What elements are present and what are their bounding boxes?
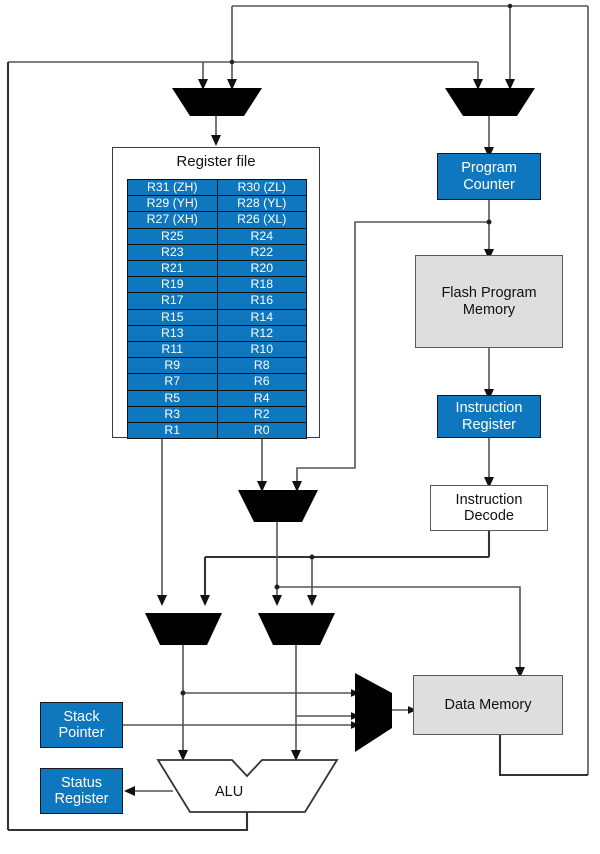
mux-top-right [445, 88, 535, 116]
register-file-table: R31 (ZH)R30 (ZL)R29 (YH)R28 (YL)R27 (XH)… [127, 178, 307, 440]
register-cell[interactable]: R14 [216, 308, 307, 326]
instruction-decode-line1: Instruction [455, 491, 523, 508]
register-cell[interactable]: R30 (ZL) [216, 178, 307, 197]
register-cell[interactable]: R4 [216, 389, 307, 407]
mux-lower-right [258, 613, 335, 645]
register-cell[interactable]: R26 (XL) [216, 211, 307, 229]
program-counter-line1: Program [461, 160, 517, 177]
register-cell[interactable]: R24 [216, 227, 307, 245]
register-cell[interactable]: R8 [216, 357, 307, 375]
register-cell[interactable]: R12 [216, 324, 307, 343]
register-cell[interactable]: R1 [127, 422, 218, 440]
status-register-line1: Status [60, 774, 103, 791]
register-row: R31 (ZH)R30 (ZL) [127, 178, 307, 197]
register-file: Register file R31 (ZH)R30 (ZL)R29 (YH)R2… [112, 147, 320, 440]
register-cell[interactable]: R23 [127, 243, 218, 262]
register-cell[interactable]: R27 (XH) [127, 211, 218, 229]
register-cell[interactable]: R5 [127, 389, 218, 407]
register-cell[interactable]: R16 [216, 292, 307, 310]
register-cell[interactable]: R3 [127, 405, 218, 424]
register-cell[interactable]: R6 [216, 373, 307, 391]
flash-memory-line1: Flash Program [441, 285, 537, 302]
mux-data-memory [355, 673, 392, 752]
register-cell[interactable]: R21 [127, 260, 218, 278]
stack-pointer-block[interactable]: Stack Pointer [40, 702, 123, 748]
instruction-register-block[interactable]: Instruction Register [437, 395, 541, 438]
program-counter-block[interactable]: Program Counter [437, 153, 541, 200]
register-cell[interactable]: R2 [216, 405, 307, 424]
flash-memory-line2: Memory [462, 301, 516, 318]
data-memory-label: Data Memory [444, 696, 532, 713]
instruction-register-line1: Instruction [455, 400, 523, 417]
register-cell[interactable]: R20 [216, 260, 307, 278]
stack-pointer-line2: Pointer [58, 725, 105, 741]
status-register-line2: Register [54, 791, 109, 807]
register-cell[interactable]: R17 [127, 292, 218, 310]
register-cell[interactable]: R10 [216, 341, 307, 359]
register-cell[interactable]: R11 [127, 341, 218, 359]
flash-program-memory-block[interactable]: Flash Program Memory [415, 255, 563, 348]
alu-shape [156, 759, 339, 813]
alu-label: ALU [215, 784, 244, 800]
register-cell[interactable]: R7 [127, 373, 218, 391]
register-cell[interactable]: R9 [127, 357, 218, 375]
register-cell[interactable]: R19 [127, 276, 218, 294]
register-cell[interactable]: R25 [127, 227, 218, 245]
instruction-register-line2: Register [462, 416, 516, 433]
stack-pointer-line1: Stack [63, 708, 100, 725]
instruction-decode-line2: Decode [464, 508, 514, 524]
register-cell[interactable]: R29 (YH) [127, 195, 218, 213]
register-row: R29 (YH)R28 (YL) [127, 195, 307, 213]
mux-middle [238, 490, 318, 522]
instruction-decode-block[interactable]: Instruction Decode [430, 485, 548, 531]
register-cell[interactable]: R13 [127, 324, 218, 343]
register-row: R27 (XH)R26 (XL) [127, 211, 307, 229]
register-cell[interactable]: R31 (ZH) [127, 178, 218, 197]
register-cell[interactable]: R28 (YL) [216, 195, 307, 213]
register-file-title: Register file [176, 153, 256, 170]
program-counter-line2: Counter [463, 176, 515, 193]
register-cell[interactable]: R22 [216, 243, 307, 262]
data-memory-block[interactable]: Data Memory [413, 675, 563, 735]
mux-lower-left [145, 613, 222, 645]
status-register-block[interactable]: Status Register [40, 768, 123, 814]
register-cell[interactable]: R18 [216, 276, 307, 294]
mux-top-left [172, 88, 262, 116]
register-cell[interactable]: R0 [216, 422, 307, 440]
register-cell[interactable]: R15 [127, 308, 218, 326]
